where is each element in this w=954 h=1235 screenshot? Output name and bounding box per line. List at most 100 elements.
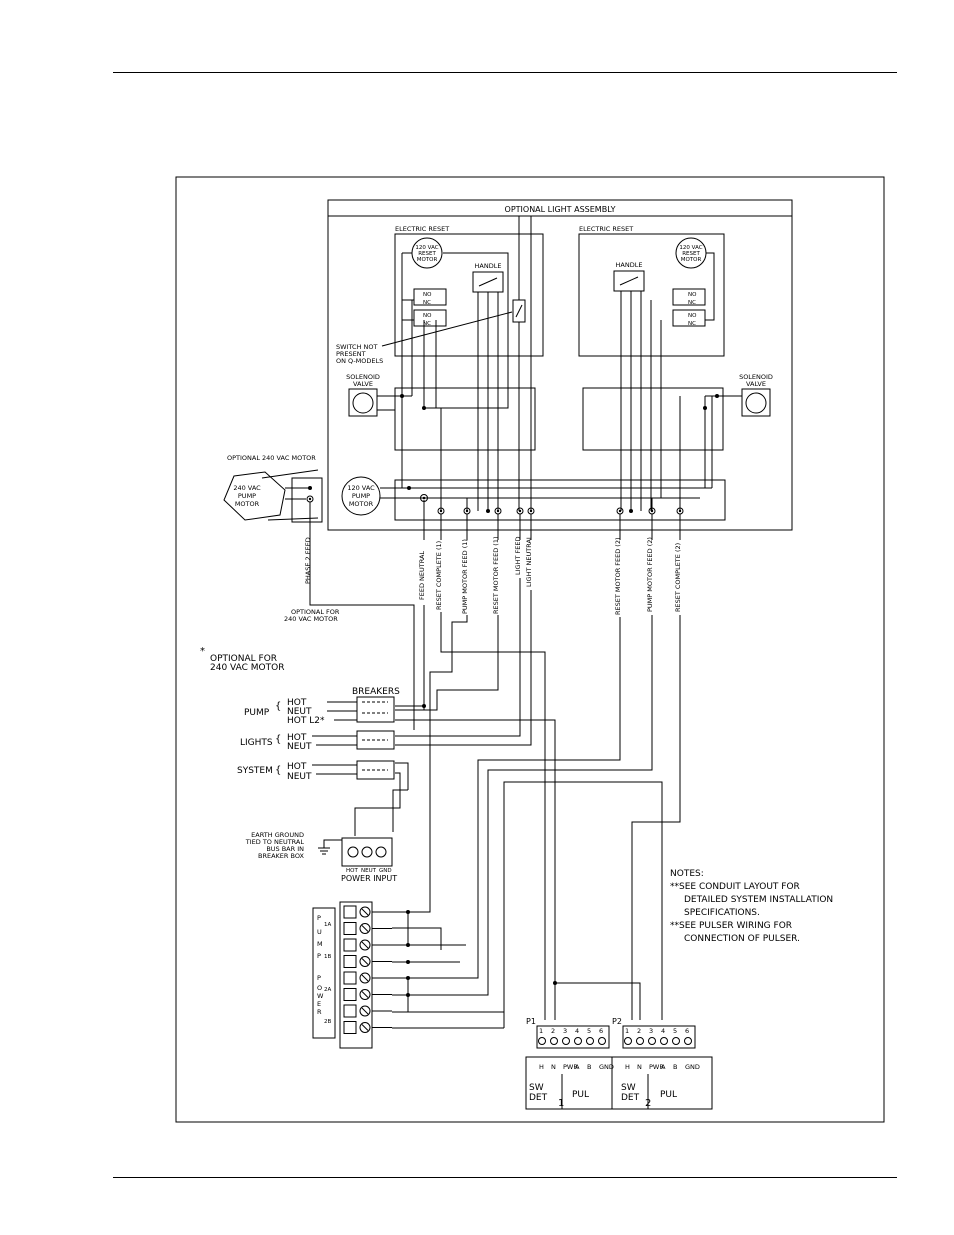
svg-text:2A: 2A	[324, 987, 331, 993]
p1-connector	[536, 1025, 610, 1049]
svg-text:1B: 1B	[324, 954, 331, 960]
right-contact-set-1	[672, 288, 706, 306]
breaker-group-system: SYSTEM	[237, 766, 273, 776]
svg-text:**SEE CONDUIT LAYOUT FOR: **SEE CONDUIT LAYOUT FOR	[670, 882, 800, 892]
svg-text:NEUT: NEUT	[361, 868, 377, 874]
pcb-signal-label: B	[587, 1063, 591, 1071]
svg-text:P: P	[317, 914, 321, 922]
left-junction-box	[394, 387, 536, 451]
svg-text:240 VAC MOTOR: 240 VAC MOTOR	[284, 615, 338, 623]
earth-ground-icon	[318, 839, 342, 855]
breakers-title: BREAKERS	[352, 687, 400, 697]
svg-text:E: E	[317, 1000, 321, 1008]
svg-text:DET: DET	[621, 1093, 640, 1103]
pcb-signal-label: PWR	[649, 1063, 664, 1071]
right-junction-box	[582, 387, 724, 451]
svg-text:OPTIONAL FOR: OPTIONAL FOR	[210, 654, 277, 664]
pcb-signal-label: GND	[599, 1063, 614, 1071]
strip-terminal	[343, 1021, 392, 1034]
svg-text:MOTOR: MOTOR	[417, 257, 438, 263]
power-input-title: POWER INPUT	[341, 874, 397, 883]
pump-motor-120	[341, 476, 381, 516]
terminal-dots	[420, 494, 684, 515]
wire-label-reset-motor-feed-1: RESET MOTOR FEED (1)	[492, 536, 500, 614]
svg-text:BUS BAR IN: BUS BAR IN	[266, 845, 304, 853]
right-solenoid-valve	[741, 388, 771, 417]
svg-text:NC: NC	[423, 321, 431, 327]
svg-text:CONNECTION OF PULSER.: CONNECTION OF PULSER.	[684, 934, 800, 944]
svg-text:120 VAC: 120 VAC	[415, 245, 438, 251]
wire-label-reset-complete-2: RESET COMPLETE (2)	[674, 543, 682, 612]
right-handle-switch	[613, 270, 645, 292]
right-reset-label: ELECTRIC RESET	[579, 225, 633, 233]
pcb-pin	[538, 1037, 546, 1045]
pcb-pin	[660, 1037, 668, 1045]
svg-text:P: P	[317, 952, 321, 960]
svg-text:120 VAC: 120 VAC	[347, 484, 375, 492]
strip-terminal	[343, 905, 392, 919]
svg-text:240 VAC: 240 VAC	[233, 484, 261, 492]
pcb-pin-number: 4	[661, 1027, 665, 1035]
svg-text:*: *	[200, 646, 205, 657]
switch-note-line-2: PRESENT	[336, 350, 366, 358]
pcb-pin-number: 2	[637, 1027, 641, 1035]
svg-text:**SEE PULSER WIRING FOR: **SEE PULSER WIRING FOR	[670, 921, 792, 931]
svg-text:{: {	[275, 734, 281, 745]
svg-text:SOLENOID: SOLENOID	[739, 373, 773, 381]
svg-text:240 VAC MOTOR: 240 VAC MOTOR	[210, 663, 284, 673]
svg-text:NEUT: NEUT	[287, 707, 312, 717]
strip-terminal	[343, 988, 392, 1001]
svg-text:O: O	[317, 984, 322, 992]
pcb-pin-number: 3	[649, 1027, 653, 1035]
left-electric-reset-box	[394, 233, 544, 357]
svg-text:NC: NC	[688, 300, 696, 306]
power-input-terminal	[341, 837, 393, 867]
pcb-pin-number: 3	[563, 1027, 567, 1035]
pcb-signal-label: A	[575, 1063, 580, 1071]
svg-text:{: {	[275, 765, 281, 776]
pcb-pin-number: 4	[575, 1027, 579, 1035]
svg-text:HOT L2*: HOT L2*	[287, 716, 325, 726]
pcb-signal-label: N	[637, 1063, 642, 1071]
pcb-pin	[684, 1037, 692, 1045]
svg-text:SW: SW	[529, 1083, 544, 1093]
svg-text:PUMP: PUMP	[352, 492, 370, 500]
strip-terminal	[343, 971, 392, 985]
pcb-pin-number: 1	[625, 1027, 629, 1035]
svg-text:{: {	[275, 701, 281, 712]
svg-text:NO: NO	[688, 292, 697, 298]
svg-text:MOTOR: MOTOR	[349, 500, 374, 508]
wire-label-group: FEED NEUTRAL RESET COMPLETE (1) PUMP MOT…	[418, 535, 682, 615]
system-breaker	[356, 760, 395, 780]
svg-text:SPECIFICATIONS.: SPECIFICATIONS.	[684, 908, 760, 918]
svg-text:M: M	[317, 940, 323, 948]
light-assembly: OPTIONAL LIGHT ASSEMBLY ELECTRIC RESET 1…	[327, 199, 793, 531]
pcb-signal-label: A	[661, 1063, 666, 1071]
pcb-signal-label: H	[539, 1063, 544, 1071]
svg-text:1: 1	[558, 1098, 564, 1109]
svg-text:2: 2	[645, 1098, 651, 1109]
header-rule	[113, 72, 897, 73]
pcb-pin-number: 5	[673, 1027, 677, 1035]
wire-label-pump-motor-feed-2: PUMP MOTOR FEED (2)	[646, 537, 654, 612]
pcb-signal-label: N	[551, 1063, 556, 1071]
internal-wires	[400, 216, 719, 513]
svg-text:VALVE: VALVE	[353, 380, 373, 388]
svg-text:1A: 1A	[324, 922, 331, 928]
lights-breaker	[356, 730, 395, 750]
pcb-signal-label: PWR	[563, 1063, 578, 1071]
wire-label-reset-motor-feed-2: RESET MOTOR FEED (2)	[614, 537, 622, 615]
pcb-pin-number: 2	[551, 1027, 555, 1035]
optional-note: * OPTIONAL FOR 240 VAC MOTOR	[200, 646, 284, 673]
wire-label-light-feed: LIGHT FEED	[514, 537, 522, 575]
svg-text:NO: NO	[423, 313, 432, 319]
svg-text:U: U	[317, 928, 322, 936]
breaker-panel: BREAKERS PUMP { HOT NEUT HOT L2* LIGHTS …	[237, 687, 400, 782]
svg-text:NC: NC	[688, 321, 696, 327]
wire-label-pump-motor-feed-1: PUMP MOTOR FEED (1)	[461, 539, 469, 614]
switch-note-line-1: SWITCH NOT	[336, 343, 378, 351]
light-assembly-box	[327, 199, 793, 531]
svg-text:PUL: PUL	[660, 1090, 677, 1100]
optional-motor-title: OPTIONAL 240 VAC MOTOR	[227, 454, 316, 462]
